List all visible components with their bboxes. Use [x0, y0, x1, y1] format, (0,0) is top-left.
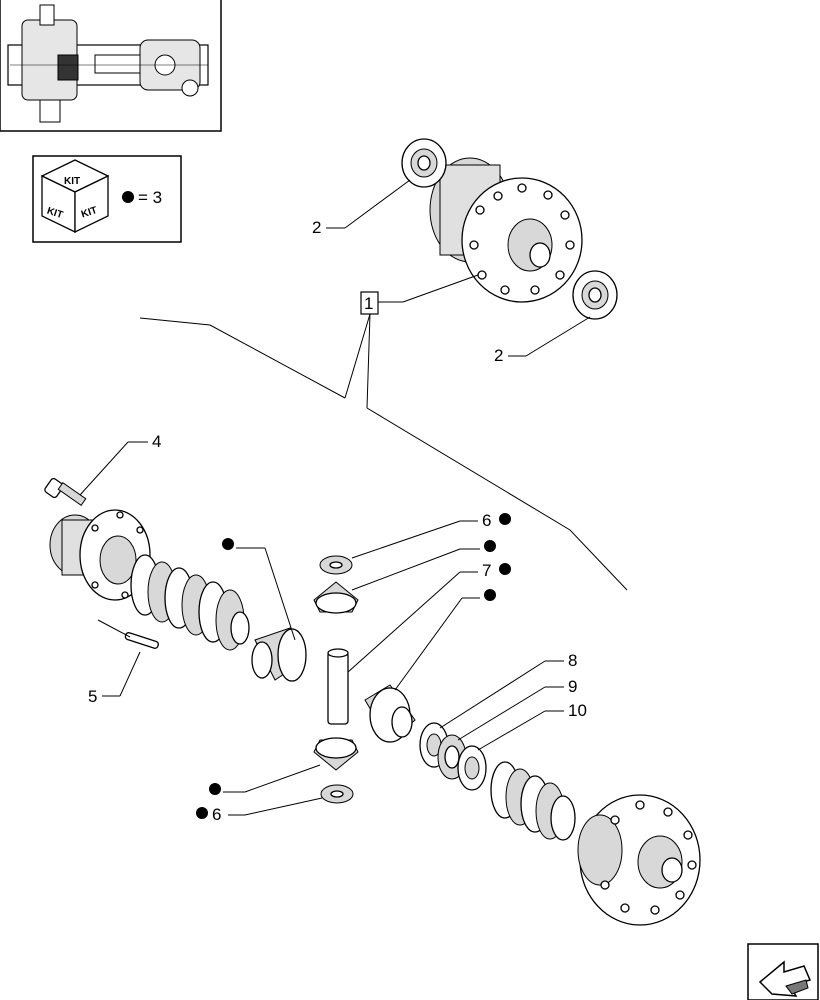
bearing-lower[interactable]: [572, 270, 618, 320]
pinion-gear-upper[interactable]: [313, 581, 359, 614]
svg-text:10: 10: [568, 701, 587, 720]
callout-7[interactable]: 7: [347, 561, 511, 673]
next-page-arrow-icon[interactable]: [747, 943, 819, 1000]
bullet-dot-icon: [484, 540, 496, 552]
clutch-pack-left[interactable]: [130, 554, 250, 651]
bullet-dot-icon: [122, 191, 134, 203]
pin[interactable]: [97, 619, 159, 649]
bearing-upper[interactable]: [401, 138, 447, 188]
svg-text:8: 8: [568, 651, 577, 670]
guide-lines: [139, 317, 628, 591]
svg-text:6: 6: [212, 805, 221, 824]
callout-1[interactable]: 1: [344, 274, 479, 409]
pinion-gear-lower[interactable]: [313, 737, 359, 771]
svg-text:9: 9: [568, 677, 577, 696]
callout-9[interactable]: 9: [457, 677, 577, 741]
bullet-dot-icon: [499, 563, 511, 575]
axle-thumbnail[interactable]: [0, 0, 222, 132]
callout-5[interactable]: 5: [88, 651, 141, 706]
kit-label-right: KIT: [80, 205, 99, 220]
bullet-dot-icon: [196, 807, 208, 819]
callout-dot-upper-pinion[interactable]: [351, 540, 496, 591]
callout-6-upper[interactable]: 6: [351, 511, 511, 559]
clutch-pack-right[interactable]: [490, 761, 576, 841]
differential-assembly[interactable]: [401, 138, 618, 320]
svg-text:2: 2: [312, 218, 321, 237]
svg-text:5: 5: [88, 687, 97, 706]
callout-4[interactable]: 4: [79, 432, 161, 496]
side-gear-left[interactable]: [251, 627, 307, 682]
callout-dot-right-gear[interactable]: [394, 589, 496, 691]
callout-8[interactable]: 8: [439, 651, 577, 729]
svg-text:1: 1: [364, 294, 373, 313]
bullet-dot-icon: [209, 783, 221, 795]
kit-cube-icon: KIT KIT KIT: [40, 159, 110, 234]
svg-text:4: 4: [152, 432, 161, 451]
friction-disc-10[interactable]: [457, 745, 487, 791]
callout-2-lower[interactable]: 2: [494, 316, 591, 365]
spider-shaft[interactable]: [327, 648, 349, 725]
svg-text:2: 2: [494, 346, 503, 365]
thrust-washer-upper[interactable]: [319, 555, 353, 575]
kit-label-top: KIT: [64, 176, 80, 187]
bolt[interactable]: [44, 477, 87, 507]
callout-6-lower[interactable]: 6: [196, 797, 323, 824]
kit-equation: = 3: [138, 188, 162, 207]
thrust-washer-lower[interactable]: [320, 784, 354, 804]
bullet-dot-icon: [499, 513, 511, 525]
svg-text:7: 7: [482, 561, 491, 580]
bullet-dot-icon: [484, 589, 496, 601]
side-gear-right[interactable]: [364, 684, 416, 743]
kit-label-left: KIT: [45, 206, 64, 221]
callout-10[interactable]: 10: [477, 701, 587, 751]
kit-legend: KIT KIT KIT = 3: [32, 155, 182, 243]
right-housing[interactable]: [577, 794, 701, 926]
svg-text:6: 6: [482, 511, 491, 530]
callout-2-upper[interactable]: 2: [312, 179, 411, 237]
bullet-dot-icon: [222, 538, 234, 550]
callout-dot-lower-pinion[interactable]: [209, 764, 321, 795]
callout-dot-left-gear[interactable]: [222, 538, 296, 641]
